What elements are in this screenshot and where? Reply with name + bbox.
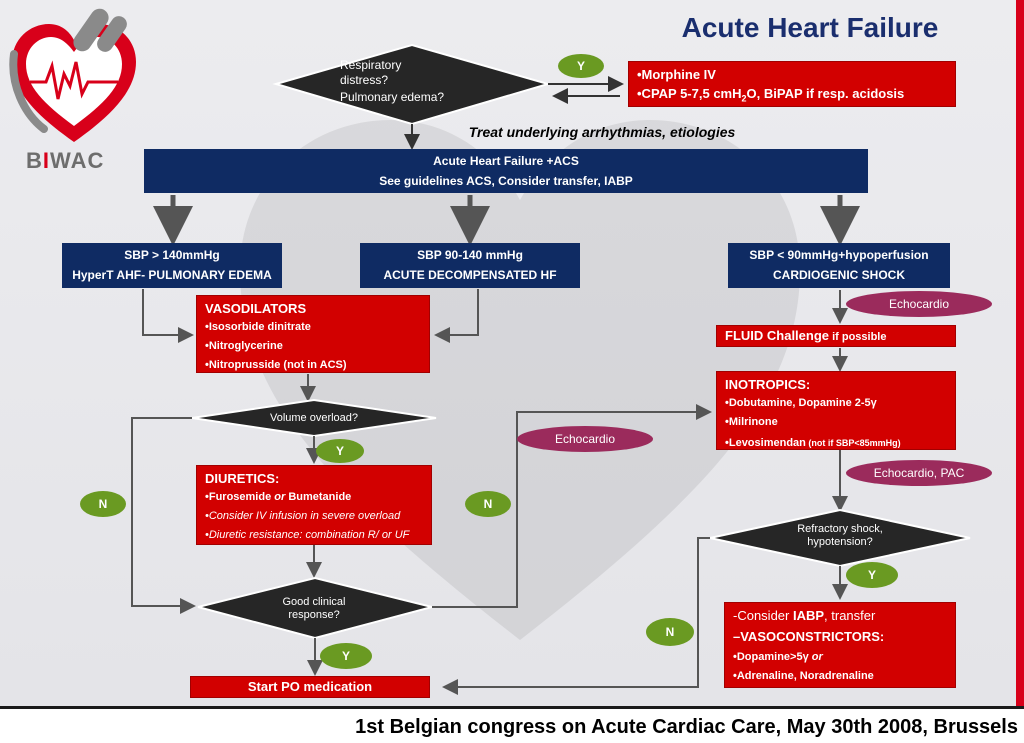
sbp-high-box: SBP > 140mmHg HyperT AHF- PULMONARY EDEM… xyxy=(62,243,282,288)
response-diamond-label: Good clinical response? xyxy=(282,596,346,621)
left-no-oval: N xyxy=(80,491,126,517)
fluid-box: FLUID Challenge if possible xyxy=(716,325,956,347)
acs-box: Acute Heart Failure +ACS See guidelines … xyxy=(144,149,868,193)
echo-mid-oval: Echocardio xyxy=(517,426,653,452)
echo-right-oval: Echocardio xyxy=(846,291,992,317)
inotropics-box: INOTROPICS: •Dobutamine, Dopamine 2-5γ •… xyxy=(716,371,956,450)
morphine-box: •Morphine IV •CPAP 5-7,5 cmH2O, BiPAP if… xyxy=(628,61,956,107)
vasodilators-box: VASODILATORS •Isosorbide dinitrate •Nitr… xyxy=(196,295,430,373)
mid-no-oval: N xyxy=(465,491,511,517)
shock-yes-oval: Y xyxy=(846,562,898,588)
biwac-heart-logo xyxy=(9,8,136,142)
shock-no-oval: N xyxy=(646,618,694,646)
respiratory-diamond-label: Respiratory distress? Pulmonary edema? xyxy=(340,58,445,104)
diuretics-box: DIURETICS: •Furosemide or Bumetanide •Co… xyxy=(196,465,432,545)
iabp-box: -Consider IABP, transfer –VASOCONSTRICTO… xyxy=(724,602,956,688)
footer-divider xyxy=(0,706,1024,709)
biwac-logo-text: BIWAC xyxy=(26,148,105,173)
top-yes-oval: Y xyxy=(558,54,604,78)
shock-diamond xyxy=(709,508,971,568)
sbp-low-box: SBP < 90mmHg+hypoperfusion CARDIOGENIC S… xyxy=(728,243,950,288)
volume-yes-oval: Y xyxy=(316,439,364,463)
echo-pac-oval: Echocardio, PAC xyxy=(846,460,992,486)
sbp-mid-box: SBP 90-140 mmHg ACUTE DECOMPENSATED HF xyxy=(360,243,580,288)
response-yes-oval: Y xyxy=(320,643,372,669)
flow-connectors xyxy=(131,43,971,695)
footer-caption: 1st Belgian congress on Acute Cardiac Ca… xyxy=(355,716,1018,738)
volume-diamond xyxy=(191,398,437,438)
volume-diamond-label: Volume overload? xyxy=(269,412,359,424)
shock-diamond-label: Refractory shock, hypotension? xyxy=(797,523,883,548)
page-title: Acute Heart Failure xyxy=(681,12,939,43)
right-accent-bar xyxy=(1016,0,1024,706)
treat-note: Treat underlying arrhythmias, etiologies xyxy=(468,124,736,140)
start-po-box: Start PO medication xyxy=(190,676,430,698)
